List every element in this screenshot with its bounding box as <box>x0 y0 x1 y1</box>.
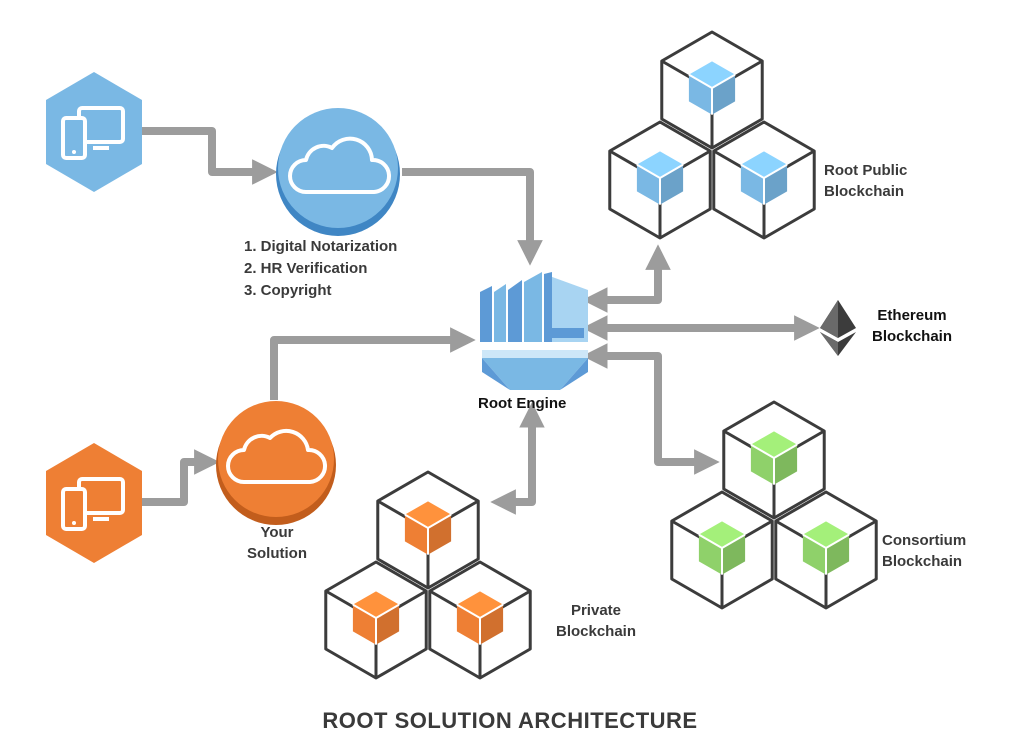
ethereum-icon <box>820 300 856 356</box>
your-solution-label: Your Solution <box>232 522 322 564</box>
root-engine-label: Root Engine <box>478 395 567 412</box>
consortium-line-2: Blockchain <box>882 553 963 570</box>
private-line-1: Private <box>570 602 622 619</box>
consortium-cube-cluster-icon <box>670 400 878 610</box>
ethereum-label: Ethereum Blockchain <box>856 305 968 347</box>
services-list: 1. Digital Notarization 2. HR Verificati… <box>244 236 397 302</box>
root-public-cube-cluster-icon <box>608 30 816 240</box>
your-solution-line-2: Solution <box>247 545 307 562</box>
ethereum-line-1: Ethereum <box>877 307 947 324</box>
cloud-icon <box>276 108 400 236</box>
arrow-engine-consortium <box>582 343 720 475</box>
connectors <box>142 127 820 515</box>
your-solution-line-1: Your <box>260 524 294 541</box>
service-item: 3. Copyright <box>244 282 332 299</box>
diagram-title: ROOT SOLUTION ARCHITECTURE <box>322 708 698 733</box>
cloud-icon <box>216 401 336 525</box>
devices-icon <box>46 72 142 192</box>
private-cube-cluster-icon <box>324 470 532 680</box>
consortium-line-1: Consortium <box>882 532 967 549</box>
service-item: 1. Digital Notarization <box>244 238 398 255</box>
arrow-engine-public <box>582 244 671 313</box>
root-public-line-1: Root Public <box>824 162 908 179</box>
arrow-engine-private <box>490 402 545 515</box>
service-item: 2. HR Verification <box>244 260 368 277</box>
arrow-devices-to-cloud <box>142 127 278 185</box>
devices-icon <box>46 443 142 563</box>
ethereum-line-2: Blockchain <box>871 328 953 345</box>
arrow-cloud-to-engine <box>402 168 543 266</box>
private-line-2: Blockchain <box>555 623 637 640</box>
root-public-line-2: Blockchain <box>824 183 905 200</box>
private-label: Private Blockchain <box>540 600 652 642</box>
database-engine-icon <box>480 272 588 390</box>
root-public-label: Root Public Blockchain <box>824 160 907 202</box>
arrow-solution-to-engine <box>270 327 476 400</box>
consortium-label: Consortium Blockchain <box>882 530 966 572</box>
arrow-devices-to-solution <box>142 449 220 506</box>
